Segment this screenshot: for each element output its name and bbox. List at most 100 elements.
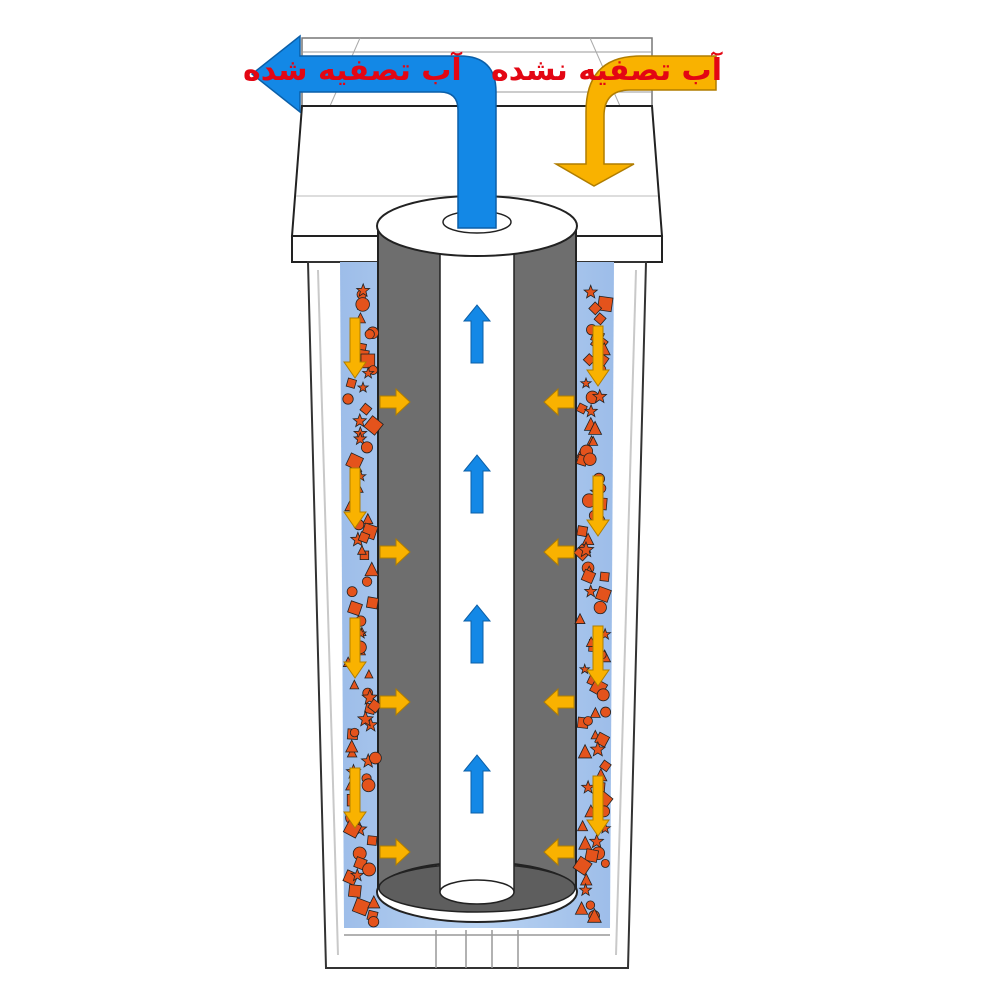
particle (589, 740, 607, 757)
arrow-up-icon (462, 604, 492, 664)
particle (342, 393, 354, 405)
arrow-left-icon (543, 687, 575, 717)
particle (600, 706, 612, 718)
particle (589, 706, 601, 718)
arrow-down-icon (586, 775, 610, 837)
arrow-down-icon (586, 325, 610, 387)
particle (367, 916, 380, 928)
arrow-right-icon (379, 687, 411, 717)
particle (356, 544, 367, 555)
particle (363, 415, 384, 436)
arrow-down-icon (343, 317, 367, 379)
particle (347, 600, 363, 617)
particle (369, 751, 382, 765)
particle (582, 353, 596, 367)
particle (572, 855, 593, 876)
arrow-right-icon (379, 537, 411, 567)
particle (345, 377, 358, 389)
particle (591, 388, 608, 404)
particle (585, 900, 596, 910)
unpurified-water-label: آب تصفیه نشده (491, 51, 723, 88)
arrow-down-icon (343, 467, 367, 529)
housing-bottom-ribs (344, 930, 610, 968)
particle (583, 583, 598, 598)
particle (355, 297, 370, 312)
particle (588, 435, 599, 446)
unpurified-inflow-arrows (379, 387, 575, 867)
unpurified-downflow-arrows (343, 317, 610, 837)
particle (600, 858, 610, 868)
particle (577, 743, 593, 759)
particle (577, 540, 595, 558)
particle (348, 884, 362, 898)
particle (349, 727, 360, 738)
particle (356, 380, 370, 393)
particle (359, 402, 373, 416)
particle (364, 329, 375, 340)
particle (578, 835, 593, 850)
particle (364, 561, 380, 577)
arrow-up-icon (462, 454, 492, 514)
particle (583, 403, 599, 418)
particle (574, 612, 586, 624)
particle (367, 698, 383, 714)
particle (346, 586, 358, 598)
arrow-down-icon (586, 475, 610, 537)
arrow-down-icon (343, 617, 367, 679)
particle (352, 431, 368, 446)
particle (351, 897, 371, 917)
purified-water-label: آب تصفیه شده (243, 51, 462, 88)
particle (364, 669, 374, 679)
particle (599, 759, 612, 773)
particle (365, 596, 380, 610)
particle (361, 366, 375, 379)
particle (345, 739, 359, 753)
arrow-down-icon (586, 625, 610, 687)
particle (583, 716, 593, 726)
particle (596, 688, 610, 702)
arrow-up-icon (462, 304, 492, 364)
particle (599, 571, 610, 582)
arrow-right-icon (379, 837, 411, 867)
particle (361, 778, 376, 793)
arrow-left-icon (543, 387, 575, 417)
particle (584, 848, 600, 863)
particle (578, 663, 591, 675)
arrow-right-icon (379, 387, 411, 417)
particle (575, 402, 588, 415)
arrow-down-icon (553, 55, 717, 187)
particle (576, 819, 589, 832)
particle (362, 862, 376, 877)
particle (367, 895, 381, 909)
arrow-up-icon (462, 754, 492, 814)
arrow-left-icon (543, 837, 575, 867)
particle (581, 532, 595, 546)
particle (593, 312, 607, 326)
particle (356, 710, 375, 727)
arrow-left-icon (250, 34, 497, 229)
particle (361, 576, 373, 587)
particle (578, 882, 593, 897)
particle (588, 833, 605, 849)
particle (357, 531, 371, 544)
arrow-down-icon (343, 767, 367, 829)
particle (352, 412, 368, 428)
particle (574, 901, 589, 915)
particle (586, 907, 602, 923)
sediment-particles (342, 282, 614, 928)
particle (587, 420, 603, 435)
particle (349, 679, 360, 690)
particle (360, 441, 373, 454)
particle (576, 525, 589, 538)
particle (580, 568, 597, 585)
particle (594, 585, 612, 603)
particle (583, 452, 597, 466)
particle (583, 284, 599, 299)
particle (579, 376, 593, 389)
particle (593, 600, 607, 615)
particle (355, 282, 371, 298)
particle (366, 835, 378, 846)
particle (588, 301, 603, 316)
particle (349, 867, 365, 882)
